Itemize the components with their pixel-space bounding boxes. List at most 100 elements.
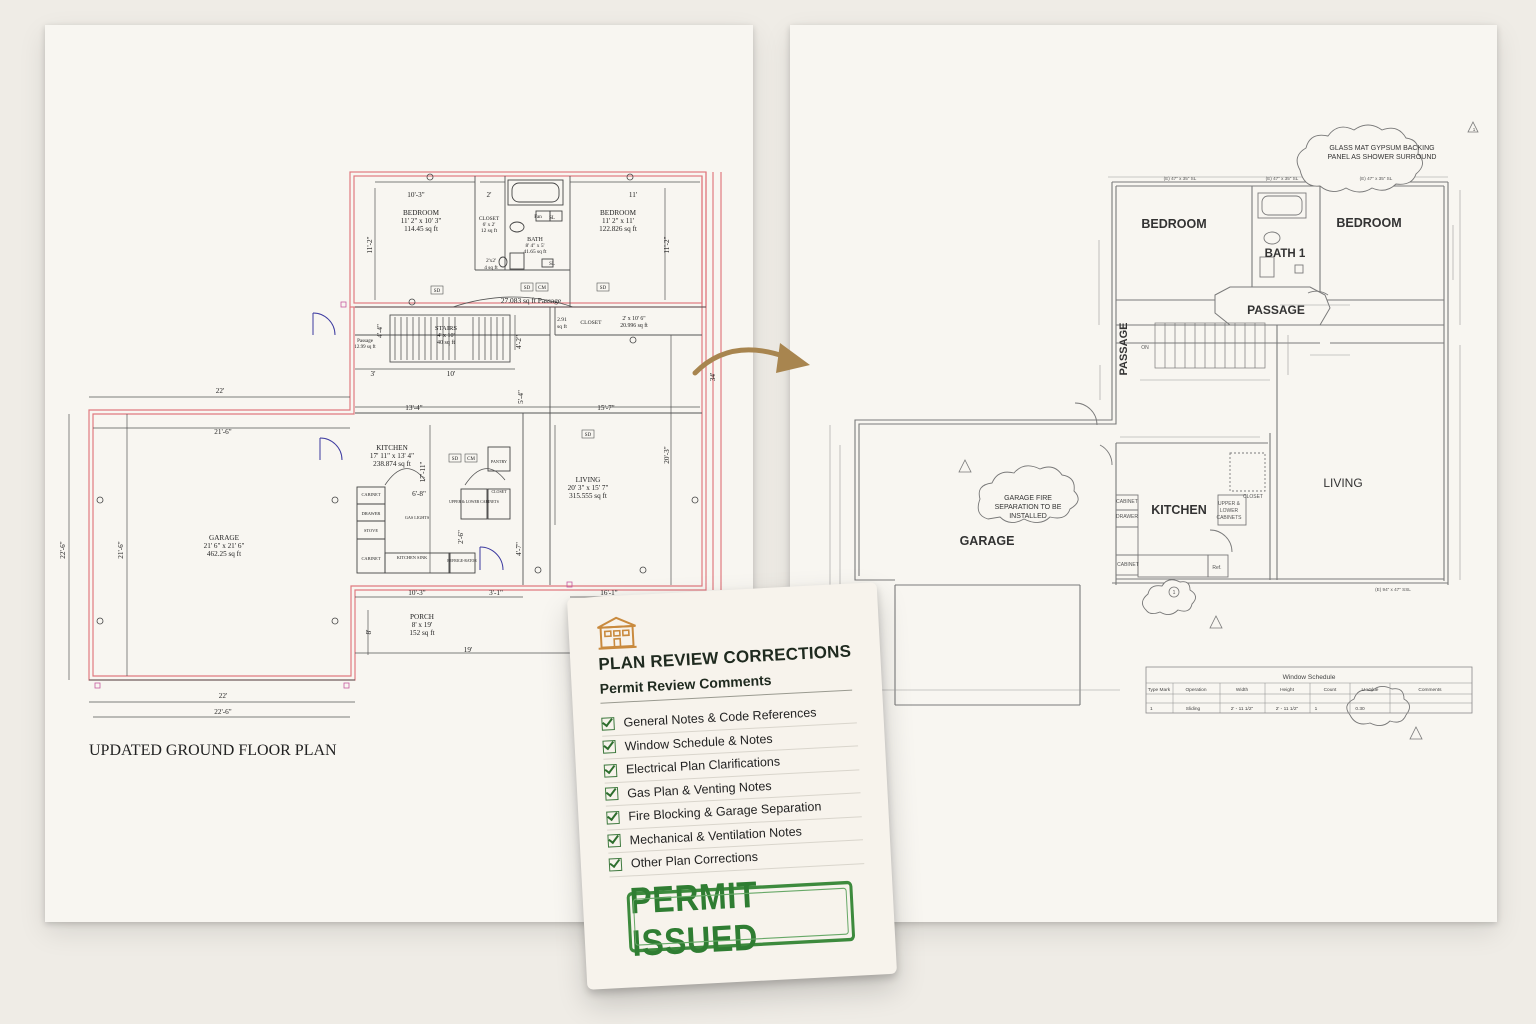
checkbox-checked-icon[interactable] (604, 787, 619, 801)
sd-tag-2: SD (524, 286, 531, 291)
ws-row-count: 1 (1315, 706, 1318, 712)
checkbox-checked-icon[interactable] (606, 810, 620, 825)
stairs-name: STAIRS (435, 325, 458, 332)
r-closet-label: CLOSET (1243, 494, 1263, 500)
kitchen-sink-label: KITCHEN SINK (397, 555, 428, 560)
building-icon (597, 616, 637, 650)
dim-passage-width: 3' (371, 370, 376, 378)
sd-tag-3: SD (600, 286, 607, 291)
dim-closet-depth: 4'-2" (515, 335, 523, 349)
curved-arrow-icon (692, 343, 810, 376)
ws-row-height: 2' - 11 1/2" (1276, 706, 1299, 712)
checkbox-checked-icon[interactable] (602, 740, 617, 754)
dim-porch-right: 16'-1" (600, 589, 617, 597)
bedroom-left-name: BEDROOM (403, 209, 440, 217)
upper-lower-label: UPPER & LOWER CABINETS (449, 500, 499, 504)
kitchen-dims: 17' 11" x 13' 4" (370, 452, 414, 460)
cm-tag-1: CM (538, 286, 546, 291)
r-window-top-2: (E) 47" x 35" SL (1266, 176, 1299, 181)
cm-tag-2: CM (467, 457, 475, 462)
pantry-label: PANTRY (491, 459, 507, 464)
gas-lights-label: GAS LIGHTS (405, 515, 430, 520)
card-subtitle: Permit Review Comments (599, 671, 772, 697)
ws-header-type: Type Mark (1148, 687, 1171, 693)
cabinet-label-2: CABINET (361, 556, 380, 561)
r-cabinet-label-2: CABINET (1117, 562, 1139, 568)
sl-tag-1: SL (549, 216, 555, 221)
r-bedroom-right: BEDROOM (1336, 216, 1401, 230)
dim-bedroom-right-width: 11' (629, 191, 637, 199)
dim-porch-length: 19' (464, 646, 472, 654)
ws-row-uvalue: 0.30 (1355, 706, 1365, 712)
window-schedule-title: Window Schedule (1283, 674, 1336, 681)
dim-kitchen-upper: 5'-4" (517, 390, 525, 404)
closet-small-label: CLOSET (491, 489, 507, 494)
r-window-bottom: (E) 94" x 47" SSL (1375, 587, 1411, 592)
garage-area: 462.25 sq ft (207, 550, 241, 558)
dim-garage-bottom: 22' (219, 692, 227, 700)
checkbox-checked-icon[interactable] (608, 857, 623, 872)
stairs-dims: 4' x 10' (437, 333, 454, 339)
bedroom-right-area: 122.826 sq ft (599, 225, 637, 233)
revised-floor-plan-drawing: BEDROOM BEDROOM BATH 1 PASSAGE PASSAGE K… (829, 121, 1479, 740)
drawer-label: DRAWER (362, 511, 381, 516)
bedroom-right-dims: 11' 2" x 11' (602, 217, 634, 225)
small-closet-dims: 2'x2' (486, 258, 496, 264)
r-upper-1: UPPER & (1218, 501, 1241, 507)
dim-pantry-depth: 4'-7" (515, 542, 523, 556)
dim-kitchen-island: 2'-6" (457, 530, 465, 544)
dim-living-height: 20'-3" (663, 446, 671, 463)
checkbox-checked-icon[interactable] (601, 716, 615, 731)
right-plan-sheet: BEDROOM BEDROOM BATH 1 PASSAGE PASSAGE K… (790, 25, 1497, 922)
porch-name: PORCH (410, 613, 434, 621)
garage-dims: 21' 6" x 21' 6" (204, 542, 245, 550)
r-drawer-label: DRAWER (1116, 514, 1138, 520)
ws-header-uvalue: U-Value (1362, 687, 1379, 693)
r-bedroom-left: BEDROOM (1141, 217, 1206, 231)
ws-header-width: Width (1236, 687, 1249, 693)
closet2-side: 2.91 (557, 317, 567, 323)
living-dims: 20' 3" x 15' 7" (568, 484, 609, 492)
dim-stairs-length: 10' (447, 370, 455, 378)
closet2-dims: 2' x 10' 6" (622, 316, 645, 322)
closet2-area: 20.996 sq ft (620, 322, 648, 329)
plan-review-card: PLAN REVIEW CORRECTIONS Permit Review Co… (566, 582, 898, 990)
ws-header-height: Height (1280, 687, 1295, 693)
passage-side-area: 12.99 sq ft (354, 345, 376, 350)
ws-header-comments: Comments (1418, 687, 1442, 693)
checkbox-checked-icon[interactable] (603, 763, 618, 778)
small-closet-area: 4 sq ft (484, 264, 498, 271)
dim-garage-inner: 21'-6" (214, 428, 231, 436)
dim-bedroom-right-height: 11'-2" (663, 236, 671, 253)
ground-floor-plan-drawing: BEDROOM 11' 2" x 10' 3" 114.45 sq ft CLO… (59, 171, 722, 759)
dim-overall-height: 34' (709, 373, 717, 381)
dim-garage-side-inner: 21'-6" (117, 541, 125, 558)
ws-header-count: Count (1324, 687, 1337, 693)
kitchen-name: KITCHEN (376, 444, 408, 452)
stove-label: STOVE (364, 528, 378, 533)
bath-area: 41.65 sq ft (524, 248, 547, 255)
garage-note-line2: SEPARATION TO BE (995, 504, 1062, 511)
r-rev-tag: 1 (1473, 127, 1476, 132)
corrections-checklist: General Notes & Code References Window S… (600, 699, 865, 878)
sl-tag-2: SL (549, 262, 555, 267)
cabinet-label: CABINET (361, 492, 380, 497)
r-kitchen: KITCHEN (1151, 503, 1207, 517)
fridge-label: REFRIGE-RATOR (447, 559, 477, 563)
closet-dims: 6' x 2' (483, 222, 496, 228)
r-window-top-3: (E) 47" x 35" SL (1360, 176, 1393, 181)
sd-tag-5: SD (585, 433, 592, 438)
shower-note-line1: GLASS MAT GYPSUM BACKING (1329, 145, 1434, 152)
dim-kitchen-width: 13'-4" (405, 404, 422, 412)
shower-note-line2: PANEL AS SHOWER SURROUND (1328, 154, 1437, 161)
stairs-area: 40 sq ft (437, 339, 455, 346)
window-schedule-table: Window Schedule Type Mark Operation Widt… (1145, 666, 1473, 714)
r-window-top-1: (E) 47" x 35" SL (1164, 176, 1197, 181)
dim-porch-door: 3'-1" (489, 589, 503, 597)
checkbox-checked-icon[interactable] (607, 834, 622, 848)
garage-note-line3: INSTALLED (1009, 513, 1047, 520)
passage-main-label: 27.083 sq ft Passage (501, 296, 562, 305)
closet2-name: CLOSET (580, 320, 602, 326)
kitchen-area: 238.874 sq ft (373, 460, 411, 468)
r-bath: BATH 1 (1265, 248, 1306, 260)
